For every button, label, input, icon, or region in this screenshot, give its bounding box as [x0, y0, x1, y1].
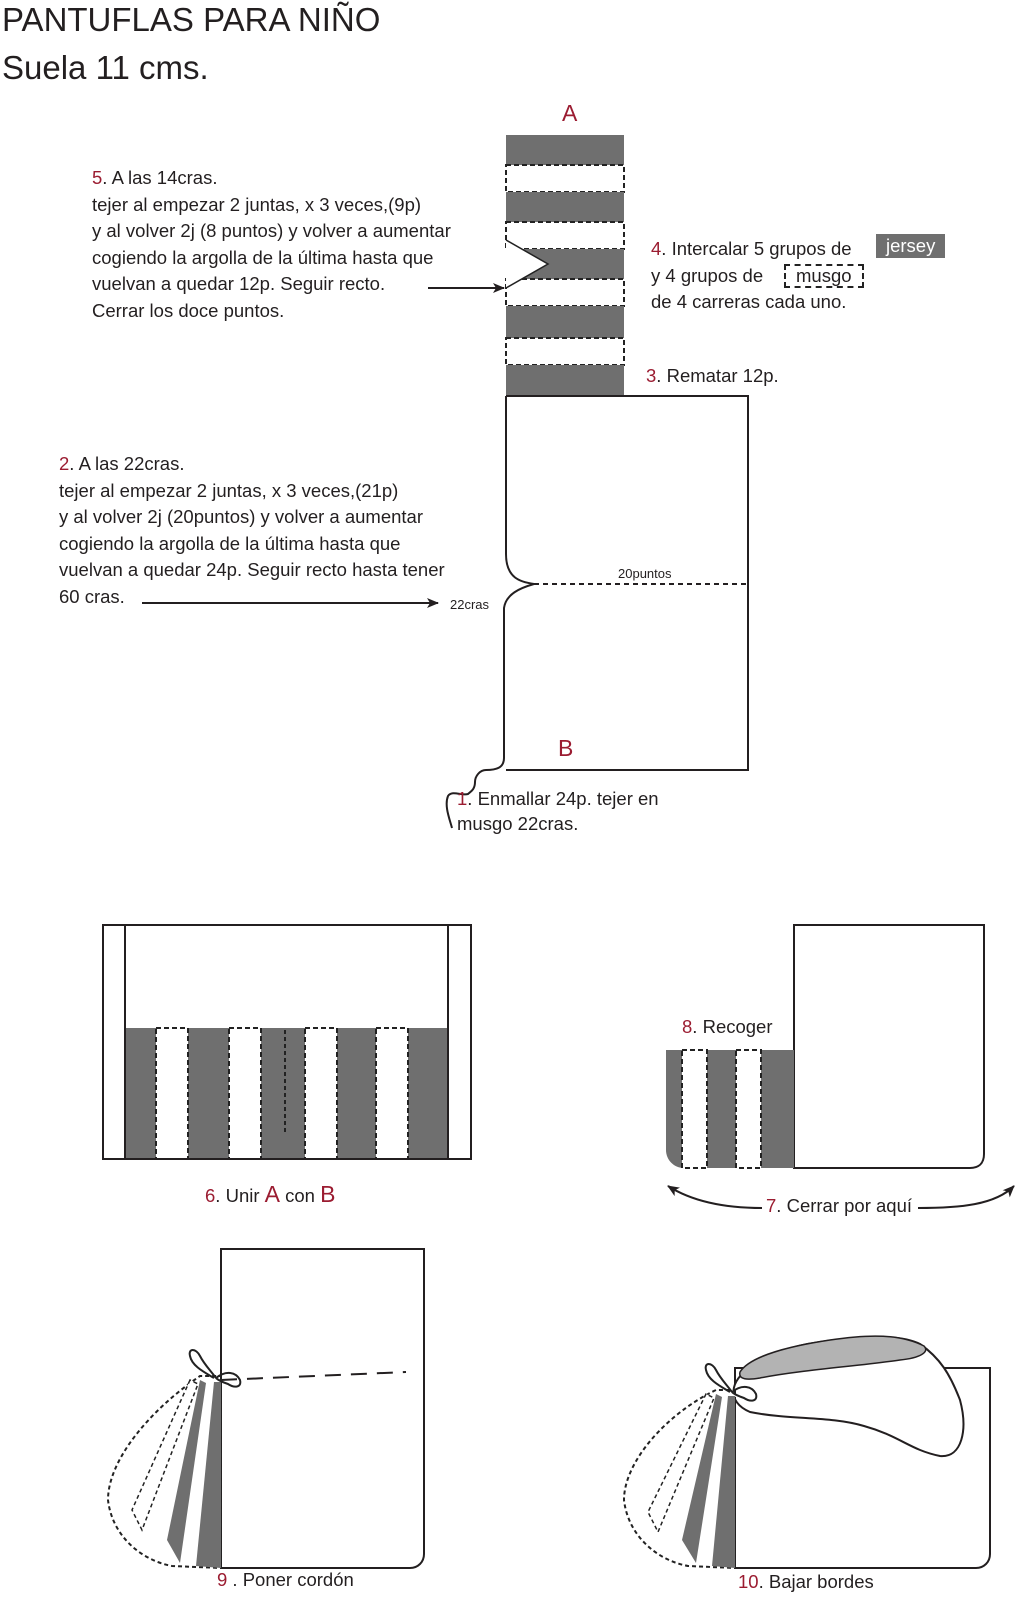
label-22cras: 22cras [450, 597, 490, 612]
step2-note: 2. A las 22cras. tejer al empezar 2 junt… [59, 453, 445, 607]
step6-illustration [102, 924, 472, 1160]
step3-note: 3. Rematar 12p. [646, 365, 779, 386]
step9-illustration [106, 1248, 425, 1570]
step10-illustration [622, 1335, 991, 1570]
jersey-tag: jersey [876, 234, 946, 258]
step7-caption: 7. Cerrar por aquí [766, 1195, 913, 1216]
step1-note: 1. Enmallar 24p. tejer en musgo 22cras. [457, 788, 659, 834]
step7-arrows [667, 1185, 1015, 1209]
step10-caption: 10. Bajar bordes [738, 1571, 874, 1592]
label-b: B [558, 735, 574, 761]
page-title: PANTUFLAS PARA NIÑO [2, 1, 381, 38]
step5-number: 5 [92, 167, 103, 188]
step8-note: 8. Recoger [682, 1016, 773, 1037]
musgo-tag: musgo [784, 264, 864, 288]
label-a: A [562, 100, 578, 126]
step9-caption: 9 . Poner cordón [217, 1569, 354, 1590]
step5-note: 5. A las 14cras. tejer al empezar 2 junt… [92, 167, 451, 321]
step4-note: 4. Intercalar 5 grupos de y 4 grupos de … [651, 238, 852, 312]
step8-illustration [666, 924, 985, 1169]
step6-caption: 6. Unir A con B [205, 1181, 336, 1207]
piece-a-strip [505, 135, 625, 395]
piece-b-body [445, 395, 749, 829]
label-20puntos: 20puntos [618, 566, 672, 581]
page-subtitle: Suela 11 cms. [2, 49, 209, 86]
